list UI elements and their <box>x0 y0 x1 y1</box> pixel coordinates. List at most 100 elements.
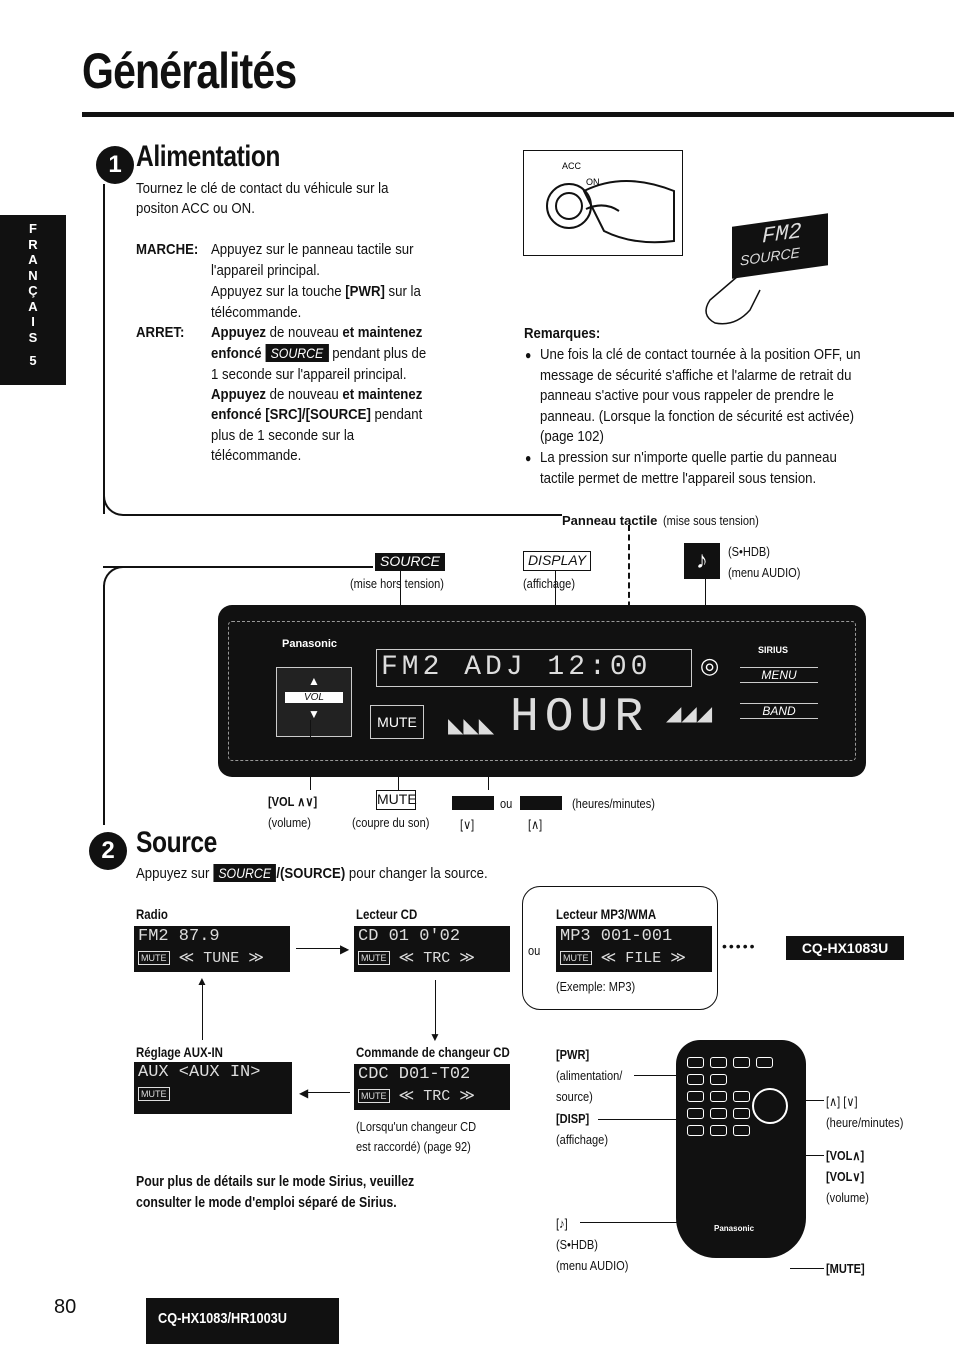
remote-key[interactable] <box>687 1057 704 1068</box>
band-button[interactable]: BAND <box>740 703 818 719</box>
changer-note-1: (Lorsqu'un changeur CD <box>356 1119 477 1134</box>
touch-panel-area[interactable] <box>228 621 856 761</box>
menu-button[interactable]: MENU <box>740 667 818 683</box>
bracket-corner <box>103 494 125 516</box>
remote-key[interactable] <box>733 1057 750 1068</box>
intro-line-1: Tournez le clé de contact du véhicule su… <box>136 180 389 197</box>
leader-vertical <box>103 585 105 825</box>
arret-emph-5: et maintenez <box>342 386 423 403</box>
panneau-tactile-label: Panneau tactile <box>562 512 657 530</box>
remote-key[interactable] <box>710 1091 727 1102</box>
source-instr-c: pour changer la source. <box>345 865 488 882</box>
lcd-hour: HOUR <box>510 691 650 745</box>
side-tab-letter: I <box>31 314 35 329</box>
source-callout-note: (mise hors tension) <box>350 576 444 591</box>
vol-up-icon[interactable]: ▲ <box>308 674 320 688</box>
mp3-example: (Exemple: MP3) <box>556 979 636 994</box>
cd-lcd: CD 01 0'02 MUTE ≪ TRC ≫ <box>354 926 510 972</box>
remarque-1-line: (page 102) <box>540 428 604 445</box>
remote-control: Panasonic <box>676 1040 806 1258</box>
mute-leader-remote <box>790 1268 824 1269</box>
remote-keypad <box>676 1040 806 1139</box>
remote-key[interactable] <box>687 1091 704 1102</box>
ou-callout: ou <box>500 796 513 811</box>
hm-callout: (heures/minutes) <box>572 796 655 811</box>
radio-lcd-line-1: FM2 87.9 <box>138 927 220 946</box>
down-callout: [∨] <box>460 817 475 832</box>
vol-rocker[interactable]: ▲ VOL ▼ <box>276 667 352 737</box>
arrow-head-left: ◀ <box>299 1086 309 1100</box>
remote-arrows: [∧] [∨] <box>826 1094 858 1109</box>
remote-key[interactable] <box>756 1057 773 1068</box>
down-arrow-button[interactable]: ◣◣◣ <box>448 715 495 737</box>
remote-pwr-2: source) <box>556 1089 593 1104</box>
disp-leader <box>598 1119 684 1120</box>
vol-callout: [VOL ∧∨] <box>268 794 318 809</box>
down-arrow-callout-icon <box>452 796 494 810</box>
side-tab-letter: Ç <box>28 283 38 298</box>
mp3-lcd-line-2: MUTE ≪ FILE ≫ <box>556 948 712 970</box>
mute-indicator: MUTE <box>560 951 592 966</box>
touch-panel-leader <box>628 525 630 617</box>
marche-label: MARCHE: <box>136 241 199 258</box>
pwr-leader <box>634 1075 684 1076</box>
arret-emph: Appuyez <box>211 324 267 341</box>
remote-key[interactable] <box>710 1057 727 1068</box>
sirius-note-1: Pour plus de détails sur le mode Sirius,… <box>136 1173 415 1190</box>
remarque-2-line: tactile permet de mettre l'appareil sous… <box>540 469 817 487</box>
remote-note: [♪] <box>556 1216 568 1231</box>
remote-voldn: [VOL∨] <box>826 1169 865 1184</box>
remote-pwr-1: (alimentation/ <box>556 1068 623 1083</box>
section-heading-alimentation: Alimentation <box>136 140 281 173</box>
remote-key[interactable] <box>733 1108 750 1119</box>
remote-key[interactable] <box>710 1125 727 1136</box>
remote-key[interactable] <box>733 1091 750 1102</box>
remarque-1-line: message de sécurité s'affiche et l'alarm… <box>540 366 852 384</box>
arret-line-3: 1 seconde sur l'appareil principal. <box>211 366 407 383</box>
leader-line <box>103 566 373 568</box>
arret-text: de nouveau <box>266 324 343 341</box>
arrow-head-right: ▶ <box>340 942 350 956</box>
remote-key[interactable] <box>733 1125 750 1136</box>
remote-key[interactable] <box>710 1074 727 1085</box>
mute-indicator: MUTE <box>358 951 390 966</box>
note-leader <box>580 1222 720 1223</box>
section-heading-source: Source <box>136 826 217 859</box>
section-number-1: 1 <box>96 146 134 184</box>
source-instr-button: SOURCE <box>213 864 277 882</box>
remote-key[interactable] <box>687 1125 704 1136</box>
vol-down-icon[interactable]: ▼ <box>308 707 320 721</box>
arrow-leader <box>488 740 489 790</box>
side-tab-letter: A <box>28 252 38 267</box>
model-footer-text: CQ-HX1083/HR1003U <box>158 1310 287 1327</box>
source-button-label: SOURCE <box>265 344 329 362</box>
display-leader <box>555 571 556 631</box>
arret-line-7: télécommande. <box>211 447 302 464</box>
up-arrow-button[interactable]: ◢◢◢ <box>666 703 713 725</box>
mute-callout: MUTE <box>376 790 417 810</box>
display-callout-note: (affichage) <box>523 576 576 591</box>
title-rule <box>82 112 954 117</box>
side-tab-letter: R <box>28 236 38 252</box>
remote-dial[interactable] <box>752 1088 788 1124</box>
sirius-logo: SIRIUS <box>758 645 789 655</box>
arrow-radio-cd <box>296 948 346 949</box>
page-number: 80 <box>54 1296 77 1318</box>
remote-key[interactable] <box>687 1108 704 1119</box>
source-instr-b: /(SOURCE) <box>276 865 346 882</box>
mute-button[interactable]: MUTE <box>370 705 424 739</box>
cd-lcd-line-1: CD 01 0'02 <box>358 927 461 946</box>
mp3-title: Lecteur MP3/WMA <box>556 906 657 922</box>
head-unit-faceplate: Panasonic ▲ VOL ▼ FM2 ADJ 12:00 ◎ MUTE ◣… <box>218 605 866 777</box>
arret-text-3: de nouveau <box>266 386 343 403</box>
up-callout: [∧] <box>528 817 543 832</box>
side-tab-letter: F <box>29 221 37 236</box>
vol-leader <box>310 720 311 790</box>
up-arrow-callout-icon <box>520 796 562 810</box>
section-number-2: 2 <box>89 832 127 870</box>
remote-key[interactable] <box>710 1108 727 1119</box>
remote-key[interactable] <box>687 1074 704 1085</box>
remarque-1-line: Une fois la clé de contact tournée à la … <box>525 345 861 366</box>
aux-lcd-line-1: AUX <AUX IN> <box>138 1063 261 1082</box>
on-label: ON <box>586 177 600 187</box>
